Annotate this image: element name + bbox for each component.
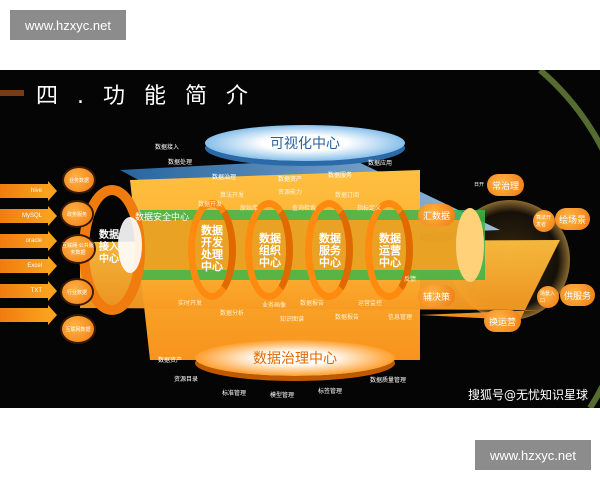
bubble-business-data: 业务数据: [64, 168, 94, 192]
tube-label: 数据开发: [198, 201, 223, 208]
center-service: 数据服务中心: [319, 232, 341, 269]
tube-label: 反馈: [404, 276, 417, 283]
infographic: 四 . 功 能 简 介 可视化中心 数据治理中心 数据安全中心 数据开发处理中心…: [0, 70, 600, 408]
top-label: 数据接入: [155, 144, 180, 151]
page-title: 四 . 功 能 简 介: [36, 84, 254, 109]
ring-1: [188, 200, 236, 300]
watermark-bottom: www.hzxyc.net: [475, 440, 591, 470]
access-core: [118, 217, 142, 273]
credit-watermark: 搜狐号@无忧知识星球: [468, 388, 589, 402]
governance-pre: 日开: [474, 182, 485, 188]
source-txt: TXT: [0, 281, 57, 301]
bubble-internet-data: 互联网数据: [62, 316, 94, 342]
top-label: 数据资产: [278, 176, 303, 183]
tube-label: 指标定义: [357, 205, 382, 212]
bubble-gov-service: 政务服务: [62, 202, 92, 226]
bubble-service-pre: 场景入口: [537, 286, 559, 308]
source-hive: hive: [0, 181, 57, 201]
bubble-decision: 辅决策: [418, 285, 456, 307]
top-label: 数据服务: [328, 172, 353, 179]
data-governance-center: 数据治理中心: [195, 340, 395, 376]
tube-label: 信息管理: [388, 314, 413, 321]
tube-label: 业务画像: [262, 302, 287, 309]
source-oracle: oracle: [0, 231, 57, 251]
source-other: [0, 305, 57, 325]
bubble-scene-pre: 算法开发者: [533, 210, 555, 232]
bottom-label: 模型管理: [270, 392, 295, 399]
bottom-label: 标签管理: [318, 388, 343, 395]
bottom-label: 数据资产: [158, 357, 183, 364]
top-label: 数据处理: [168, 159, 193, 166]
visualization-center: 可视化中心: [205, 125, 405, 161]
center-organization: 数据组织中心: [259, 232, 281, 269]
watermark-top: www.hzxyc.net: [10, 10, 126, 40]
security-center-label: 数据安全中心: [135, 213, 190, 223]
access-center-label: 数据接入中心: [99, 230, 119, 265]
bottom-label: 数据质量管理: [370, 377, 407, 384]
outer-arc: [538, 70, 600, 408]
tube-label: 数据报告: [300, 300, 325, 307]
tube-label: 查询检索: [292, 205, 317, 212]
center-operation: 数据运营中心: [379, 232, 401, 269]
bubble-operation: 换运营: [484, 310, 522, 332]
source-excel: Excel: [0, 256, 57, 276]
tube-end: [456, 208, 484, 282]
ring-2: [245, 200, 293, 300]
tube-label: 知识图谱: [280, 316, 305, 323]
bubble-gather: 汇数据: [418, 204, 456, 226]
ring-4: [365, 200, 413, 300]
tube-label: 数据分析: [220, 310, 245, 317]
tube-label: 数据报告: [335, 314, 360, 321]
bottom-label: 资源目录: [174, 376, 199, 383]
bubble-industry-data: 行业数据: [62, 280, 92, 304]
source-mysql: MySQL: [0, 206, 57, 226]
center-dev-processing: 数据开发处理中心: [201, 224, 223, 273]
bubble-service: 供服务: [560, 284, 596, 306]
tube-label: 实时开发: [178, 300, 203, 307]
tube-label: 数据订阅: [335, 192, 360, 199]
tube-label: 原始库: [240, 205, 259, 212]
bubble-scene: 绘场景: [555, 208, 591, 230]
tube-label: 算法开发: [220, 192, 245, 199]
top-label: 数据应用: [368, 160, 393, 167]
bottom-label: 标准管理: [222, 390, 247, 397]
bubble-public-data: 互联网·公共服务数据: [62, 236, 94, 262]
top-label: 数据治理: [212, 174, 237, 181]
bubble-governance: 常治理: [487, 174, 525, 196]
tube-label: 运营监控: [358, 300, 383, 307]
tube-label: 资源能力: [278, 189, 303, 196]
ring-3: [305, 200, 353, 300]
title-accent: [0, 90, 24, 96]
